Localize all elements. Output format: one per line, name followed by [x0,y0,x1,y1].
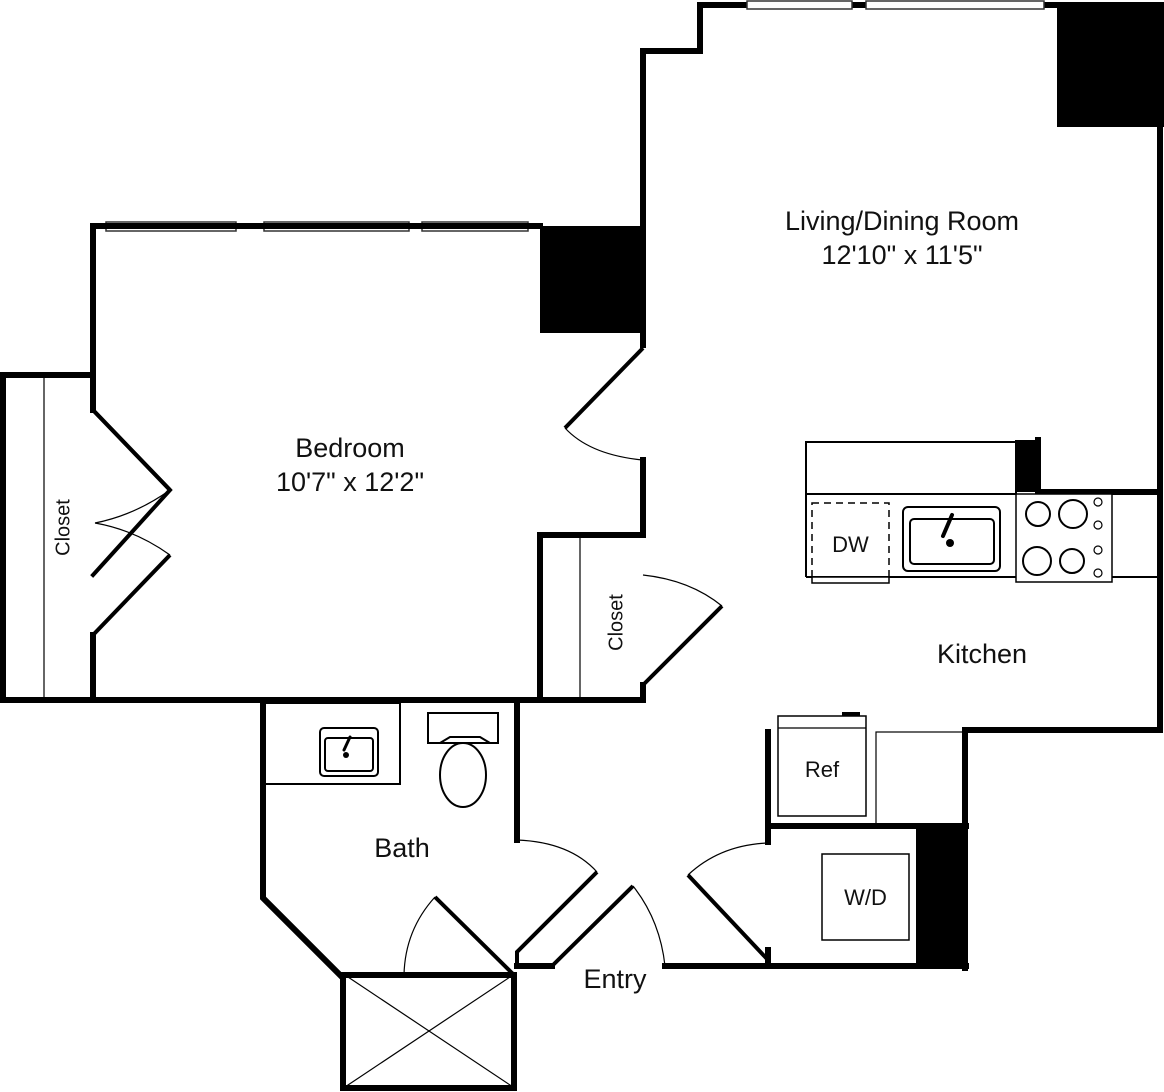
toilet-seat-edge [439,736,491,744]
living-room-name: Living/Dining Room [784,206,1020,236]
door-swing-arc [516,839,598,873]
washer-dryer [821,853,910,941]
door-swing-arc [687,842,769,876]
wall-bedroom-top [90,223,543,413]
door-swing-arc [642,574,723,607]
laundry-door [686,873,770,962]
faucet-icon [342,735,352,752]
door-swing-arc [94,489,171,524]
shaft-door [433,895,516,977]
shaft-cross [344,974,514,1088]
column-wd [916,826,966,968]
wall-closet-center [537,532,646,703]
sink-drain-icon [946,539,954,547]
bedroom-dimensions: 10'7" x 12'2" [275,466,425,497]
knob-icon [1093,497,1103,507]
kitchen-label: Kitchen [936,639,1028,669]
living-room-label: Living/Dining Room 12'10" x 11'5" [752,205,1052,273]
toilet-bowl [439,742,487,808]
closet-center-door [641,604,724,687]
stove [1015,493,1113,583]
bath-vanity [264,702,401,785]
door-swing-arc [632,885,666,967]
column-top-right [1057,2,1164,127]
wall-bath-left [260,700,347,982]
faucet-icon [941,513,954,538]
closet-door-left-a [91,408,172,492]
closet-door-leaves [90,407,173,578]
door-swing-arc [403,896,436,976]
window [865,0,1045,10]
burner-icon [1022,546,1052,576]
knob-icon [1093,520,1103,530]
column-bedroom [540,226,643,333]
bedroom-label: Bedroom 10'7" x 12'2" [230,432,470,500]
toilet-tank [427,712,499,744]
bedroom-door [563,346,645,430]
closet-door-left-b [91,553,172,637]
entry-label: Entry [583,964,647,994]
wall-right [962,124,1163,971]
entry-door [550,884,635,968]
burner-icon [1059,548,1085,574]
dishwasher [811,502,890,578]
living-room-dimensions: 12'10" x 11'5" [821,239,983,270]
refrigerator-handle [842,712,860,716]
dishwasher-door [811,576,890,584]
kitchen-upper-counter [805,441,1017,495]
kitchen-sink [902,506,1001,572]
bedroom-name: Bedroom [295,433,405,463]
wall-closet-bottom [514,682,646,703]
bath-label: Bath [374,833,430,863]
refrigerator-label: Ref [804,757,840,782]
wall-closet-left-outer [0,372,543,703]
door-swing-arc [94,522,171,556]
bath-door [515,870,599,966]
window [746,0,853,10]
wall-kitchen-upper [1035,437,1163,495]
pantry-counter [875,731,965,825]
knob-icon [1093,568,1103,578]
dishwasher-label: DW [832,532,869,557]
bath-sink [319,727,379,777]
wall-living-top-left [640,2,1060,348]
washer-dryer-label: W/D [844,885,887,910]
burner-icon [1025,501,1051,527]
closet-center-label: Closet [605,594,628,651]
shaft [340,972,517,1091]
burner-icon [1058,499,1088,529]
door-swing-arc [564,427,644,461]
sink-drain-icon [343,752,349,758]
closet-left-label: Closet [52,499,75,556]
knob-icon [1093,545,1103,555]
bath-sink-basin [324,737,374,772]
refrigerator [777,715,867,817]
